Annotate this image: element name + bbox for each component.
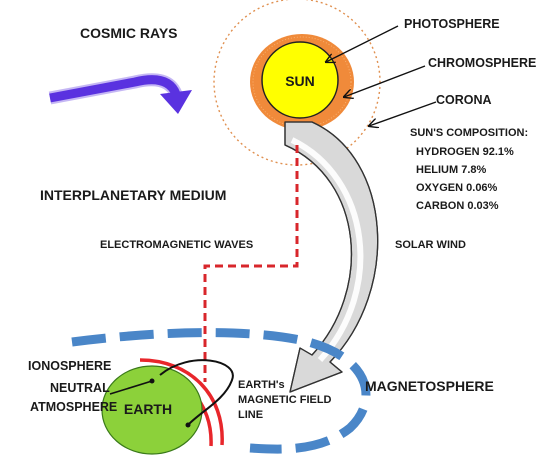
cosmic-rays-arrow — [48, 73, 192, 114]
corona-pointer — [369, 101, 437, 126]
magnetic-field-label-3: LINE — [238, 409, 263, 421]
solar-wind-label: SOLAR WIND — [395, 239, 466, 251]
sun-composition: SUN'S COMPOSITION: HYDROGEN 92.1% HELIUM… — [410, 127, 528, 212]
em-waves-path — [203, 145, 299, 382]
ionosphere-label: IONOSPHERE — [28, 359, 111, 373]
magnetic-field-line — [159, 359, 234, 426]
corona-label: CORONA — [436, 93, 492, 107]
neutral-atmosphere-pointer — [109, 380, 153, 395]
composition-title: SUN'S COMPOSITION: — [410, 127, 528, 139]
solar-wind-arrow-redraw — [284, 121, 379, 393]
magnetic-field-label-1: EARTH's — [238, 379, 285, 391]
em-waves-label: ELECTROMAGNETIC WAVES — [100, 239, 253, 251]
magnetic-field-dot — [185, 422, 191, 428]
solar-wind-arrow-inner — [290, 137, 364, 363]
chromosphere-label: CHROMOSPHERE — [428, 56, 536, 70]
composition-hydrogen: HYDROGEN 92.1% — [416, 146, 514, 158]
composition-carbon: CARBON 0.03% — [416, 200, 499, 212]
photosphere-pointer — [326, 25, 399, 62]
neutral-atmosphere-label-2: ATMOSPHERE — [30, 400, 117, 414]
neutral-atmosphere-label-1: NEUTRAL — [50, 381, 110, 395]
photosphere-label: PHOTOSPHERE — [404, 17, 500, 31]
magnetic-field-label-2: MAGNETIC FIELD — [238, 394, 332, 406]
magnetosphere-label: MAGNETOSPHERE — [365, 378, 494, 394]
chromosphere-pointer — [344, 65, 426, 97]
sun-disk — [261, 41, 339, 119]
composition-helium: HELIUM 7.8% — [416, 164, 487, 176]
sun-label: SUN — [285, 73, 315, 89]
magnetosphere-arc — [71, 328, 371, 454]
composition-oxygen: OXYGEN 0.06% — [416, 182, 498, 194]
neutral-atmosphere-dot — [149, 378, 155, 384]
ionosphere-arc-outer — [139, 358, 224, 446]
cosmic-rays-label: COSMIC RAYS — [80, 25, 178, 41]
earth-label: EARTH — [124, 401, 172, 417]
chromosphere-texture — [252, 36, 352, 128]
interplanetary-medium-label: INTERPLANETARY MEDIUM — [40, 187, 226, 203]
